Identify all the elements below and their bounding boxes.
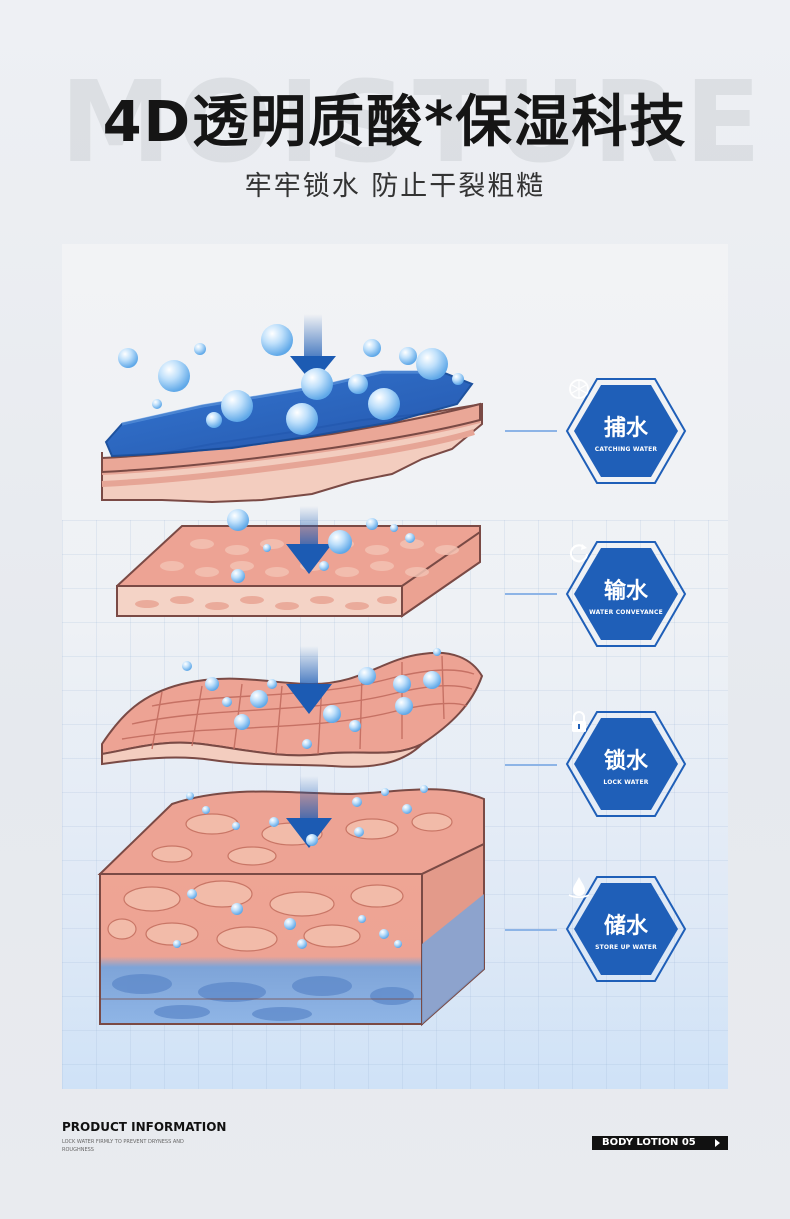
skin-layers-illustration (97, 314, 485, 1027)
hexagon-icon (565, 541, 687, 647)
layer-4-storage (97, 788, 485, 1027)
badge-label: 储水 (603, 914, 648, 939)
arrow-4-icon (286, 776, 332, 848)
connector-line-1 (505, 430, 557, 432)
hexagon-icon (565, 711, 687, 817)
connector-line-4 (505, 929, 557, 931)
footer-title: PRODUCT INFORMATION (62, 1120, 227, 1134)
hand-water-drop-icon (568, 877, 590, 899)
badge-lock-water: 锁水 LOCK WATER (565, 710, 687, 818)
badge-catching-water: 捕水 CATCHING WATER (565, 377, 687, 485)
down-arrows (286, 314, 336, 848)
badge-water-conveyance: 输水 WATER CONVEYANCE (565, 540, 687, 648)
arrow-2-icon (286, 506, 332, 574)
hexagon-icon (565, 378, 687, 484)
background-watermark: MOISTURE (60, 58, 760, 188)
layer-2-conveyance (116, 525, 481, 618)
hexagon-icon (565, 876, 687, 982)
badge-label: 捕水 (603, 416, 648, 441)
badge-sublabel: WATER CONVEYANCE (589, 609, 663, 616)
badge-store-water: 储水 STORE UP WATER (565, 875, 687, 983)
refresh-cycle-icon (569, 544, 589, 563)
footer-description: LOCK WATER FIRMLY TO PREVENT DRYNESS AND… (62, 1139, 184, 1153)
badge-sublabel: CATCHING WATER (594, 446, 658, 453)
badge-label: 锁水 (603, 749, 648, 774)
arrow-3-icon (286, 646, 332, 714)
play-arrow-icon (715, 1139, 720, 1147)
water-drop-net-icon (569, 379, 589, 399)
product-tag-label: BODY LOTION 05 (602, 1137, 696, 1148)
layer-3-lock (101, 651, 484, 768)
badge-label: 输水 (603, 579, 648, 604)
water-bubbles (118, 324, 464, 949)
product-tag: BODY LOTION 05 (592, 1136, 728, 1150)
padlock-icon (572, 711, 586, 732)
page-subtitle: 牢牢锁水 防止干裂粗糙 (244, 171, 546, 202)
badge-sublabel: STORE UP WATER (595, 944, 657, 951)
page-title: 4D透明质酸*保湿科技 (102, 90, 688, 155)
connector-line-3 (505, 764, 557, 766)
layer-1-catching (101, 370, 483, 504)
badge-sublabel: LOCK WATER (603, 779, 649, 786)
connector-line-2 (505, 593, 557, 595)
